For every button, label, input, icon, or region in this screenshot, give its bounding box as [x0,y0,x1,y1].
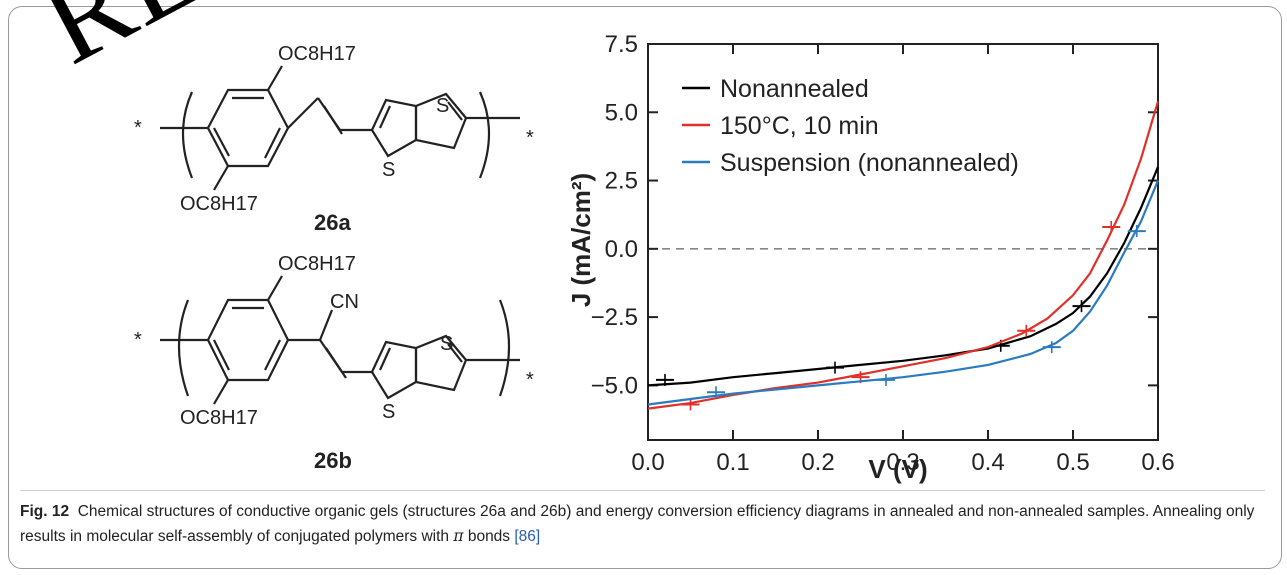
figure-frame [8,6,1282,569]
y-tick-label: −5.0 [591,372,638,399]
y-tick-label: 0.0 [605,236,638,263]
star-left-26b: * [134,329,142,351]
sulfur-top-26a: S [436,95,449,117]
y-tick-label: 7.5 [605,31,638,58]
caption-tail: bonds [463,528,515,545]
x-tick-label: 0.6 [1141,449,1174,476]
x-tick-label: 0.3 [886,449,919,476]
star-right-26a: * [526,127,534,149]
x-tick-label: 0.1 [716,449,749,476]
substituent-top-26b: OC8H17 [278,253,356,275]
legend-label-1: 150°C, 10 min [720,112,879,140]
legend-label-0: Nonannealed [720,75,869,103]
substituent-bottom-26a: OC8H17 [180,193,258,215]
x-tick-label: 0.4 [971,449,1004,476]
series-line-1 [647,101,1160,410]
sulfur-bottom-26b: S [382,401,395,423]
plot-frame [647,43,1159,441]
series-line-0 [647,166,1160,387]
caption-text: Chemical structures of conductive organi… [20,503,1255,545]
x-tick-label: 0.0 [631,449,664,476]
cyano-label: CN [330,291,359,313]
x-axis-label: V (V) [868,454,927,484]
chemical-structures: * * OC8H17 OC8H17 S S 26a * * OC8H17 OC8… [134,43,534,473]
caption-ref[interactable]: [86] [514,528,541,545]
plot-axes [647,43,1159,441]
y-tick-label: 5.0 [605,99,638,126]
y-axis-label: J (mA/cm²) [566,173,596,307]
sulfur-bottom-26a: S [382,159,395,181]
plot-series [647,101,1160,411]
x-tick-label: 0.5 [1056,449,1089,476]
star-right-26b: * [526,369,534,391]
caption-pi: π [453,527,464,545]
sulfur-top-26b: S [440,333,453,355]
x-tick-label: 0.2 [801,449,834,476]
label-26b: 26b [314,448,352,473]
label-26a: 26a [314,210,351,235]
substituent-bottom-26b: OC8H17 [180,407,258,429]
bracket-left-26a [181,91,194,179]
substituent-top-26a: OC8H17 [278,43,356,65]
legend-label-2: Suspension (nonannealed) [720,149,1019,177]
figure-caption: Fig. 12 Chemical structures of conductiv… [20,490,1265,549]
plot-ticks: 0.0 0.1 0.2 0.3 0.4 0.5 0.6 −5.0 −2.5 0.0 2.5 5.0 7.… [591,31,1175,476]
series-line-2 [647,180,1160,406]
y-tick-label: −2.5 [591,304,638,331]
bracket-right-26a [478,91,491,179]
y-tick-label: 2.5 [605,168,638,195]
jv-chart: 0.0 0.1 0.2 0.3 0.4 0.5 0.6 −5.0 −2.5 0.0 2.5 5.0 7.… [566,31,1175,484]
caption-lead: Fig. 12 [20,503,70,520]
star-left-26a: * [134,117,142,139]
